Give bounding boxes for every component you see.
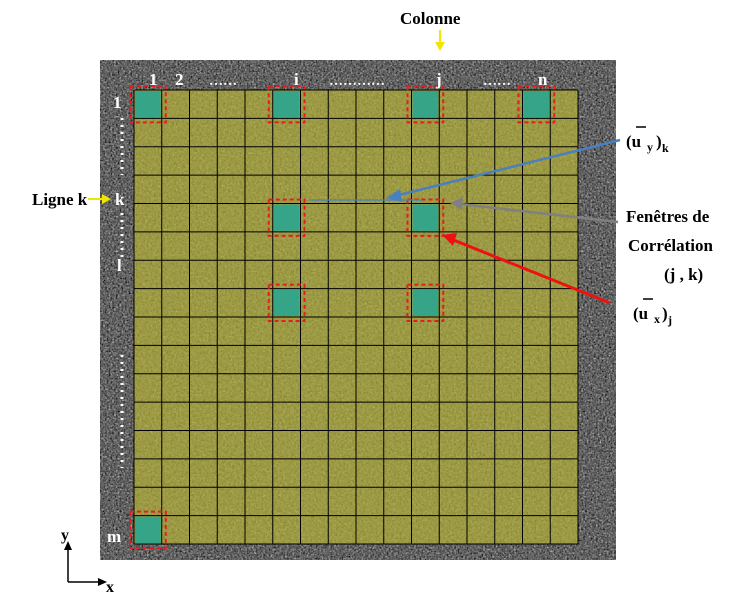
- row-label-l: l: [117, 256, 122, 275]
- correlation-windows: [129, 85, 556, 549]
- uy-label: (u y ) k: [626, 126, 669, 155]
- correlation-window-fill: [273, 91, 300, 118]
- correlation-window-fill: [273, 289, 300, 316]
- correlation-window-border: [517, 85, 556, 124]
- col-dots-b: …………: [329, 74, 385, 89]
- ux-index: j: [667, 313, 672, 327]
- windows-line2: Corrélation: [628, 236, 714, 255]
- correlation-window-border: [267, 283, 306, 322]
- correlation-window-border: [406, 85, 445, 124]
- col-dots-a: ……: [209, 74, 237, 89]
- correlation-window-fill: [135, 91, 161, 118]
- correlation-window-border: [129, 510, 167, 549]
- correlation-window-fill: [412, 91, 439, 118]
- ux-main: (u: [633, 304, 648, 323]
- ux-close: ): [662, 304, 668, 323]
- grid-lines: [133, 89, 579, 545]
- uy-index: k: [662, 141, 669, 155]
- column-arrow: [435, 30, 445, 51]
- col-label-j: j: [435, 70, 442, 89]
- correlation-window-fill: [273, 204, 300, 231]
- correlation-window-border: [406, 198, 445, 237]
- axes-indicator: y x: [61, 527, 114, 595]
- axis-y-label: y: [61, 527, 69, 544]
- ux-label: (u x ) j: [633, 298, 672, 327]
- correlation-window-fill: [412, 204, 439, 231]
- correlation-window-fill: [135, 516, 161, 543]
- column-title: Colonne: [400, 9, 461, 28]
- col-label-i: i: [294, 70, 299, 89]
- windows-label: Fenêtres de Corrélation (j , k): [626, 207, 714, 284]
- correlation-window-border: [267, 198, 306, 237]
- uy-sub: y: [647, 140, 653, 154]
- correlation-window-fill: [412, 289, 439, 316]
- windows-line3: (j , k): [664, 265, 703, 284]
- correlation-window-border: [129, 85, 167, 124]
- ux-arrow: [442, 233, 611, 305]
- col-label-2: 2: [175, 70, 184, 89]
- correlation-window-border: [267, 85, 306, 124]
- col-label-n: n: [538, 70, 548, 89]
- axis-x-label: x: [106, 579, 114, 595]
- col-label-1: 1: [149, 70, 158, 89]
- uy-close: ): [656, 132, 662, 151]
- col-dots-c: ……: [483, 74, 511, 89]
- ux-sub: x: [654, 312, 660, 326]
- windows-arrow: [450, 197, 619, 224]
- windows-line1: Fenêtres de: [626, 207, 710, 226]
- correlation-window-fill: [523, 91, 550, 118]
- uy-arrow: [310, 138, 621, 202]
- row-title: Ligne k: [32, 190, 88, 209]
- correlation-window-border: [406, 283, 445, 322]
- row-arrow: [88, 194, 111, 204]
- uy-main: (u: [626, 132, 641, 151]
- row-label-m: m: [107, 527, 121, 546]
- row-label-k: k: [115, 190, 125, 209]
- row-label-1: 1: [113, 93, 122, 112]
